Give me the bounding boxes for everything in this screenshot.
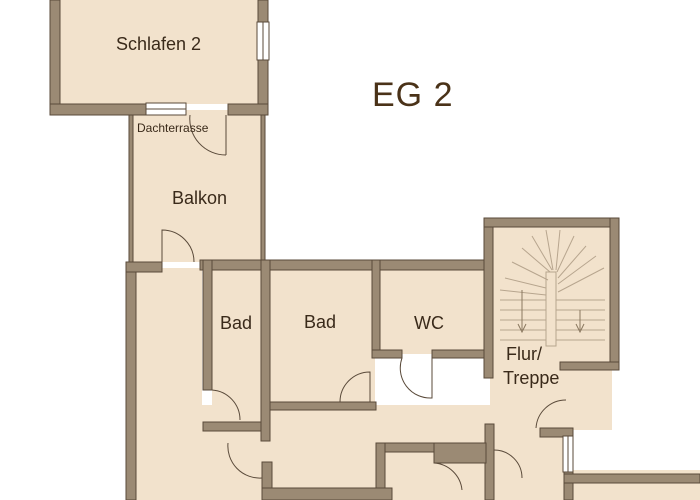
wall xyxy=(261,487,393,500)
floor-wc xyxy=(380,270,485,354)
door-swing xyxy=(211,389,241,421)
door-swing xyxy=(535,399,567,429)
floor-schlafen-2 xyxy=(60,0,260,104)
balcony-rail xyxy=(260,114,266,268)
balcony-rail xyxy=(128,114,134,268)
wall xyxy=(125,261,163,273)
wall xyxy=(125,261,137,500)
door-swing xyxy=(399,357,433,399)
floor-balkon xyxy=(133,110,261,262)
wall xyxy=(199,259,491,271)
wall xyxy=(202,259,213,391)
wall xyxy=(431,349,491,359)
door-swing xyxy=(493,449,523,479)
door-swing xyxy=(433,462,463,491)
wall xyxy=(227,103,269,116)
room-label-dachterrasse: Dachterrasse xyxy=(137,121,209,135)
doors xyxy=(161,114,567,491)
room-label-balkon: Balkon xyxy=(172,188,228,208)
wall xyxy=(371,259,381,359)
wall xyxy=(375,442,386,500)
room-label-schlafen-2: Schlafen 2 xyxy=(116,34,202,54)
floor-bad-small xyxy=(212,270,262,418)
wall xyxy=(49,0,61,116)
door-swing xyxy=(339,371,371,403)
door-swing xyxy=(227,442,263,479)
wall xyxy=(269,401,377,411)
walls xyxy=(49,0,700,500)
wall xyxy=(483,217,620,228)
wall xyxy=(261,461,273,500)
room-label-flur: Flur/ xyxy=(506,344,542,364)
floor-bad-large xyxy=(270,270,375,402)
floor-areas xyxy=(60,0,700,500)
wall xyxy=(559,361,620,371)
door-swing xyxy=(189,114,227,156)
room-label-treppe: Treppe xyxy=(503,368,560,388)
wall xyxy=(260,259,271,442)
floor-lower-left xyxy=(136,268,202,500)
wall xyxy=(49,103,147,116)
wall xyxy=(371,349,403,359)
wall xyxy=(433,442,487,464)
wall xyxy=(539,427,574,438)
wall xyxy=(563,473,700,484)
wall xyxy=(609,217,620,371)
wall xyxy=(202,421,270,432)
room-label-wc: WC xyxy=(414,313,444,333)
room-label-bad-small: Bad xyxy=(220,313,253,333)
plan-title: EG 2 xyxy=(372,76,454,114)
wall xyxy=(483,217,494,379)
door-swing xyxy=(161,229,195,263)
room-label-bad-large: Bad xyxy=(304,312,337,332)
windows xyxy=(145,21,574,473)
staircase xyxy=(499,229,605,347)
